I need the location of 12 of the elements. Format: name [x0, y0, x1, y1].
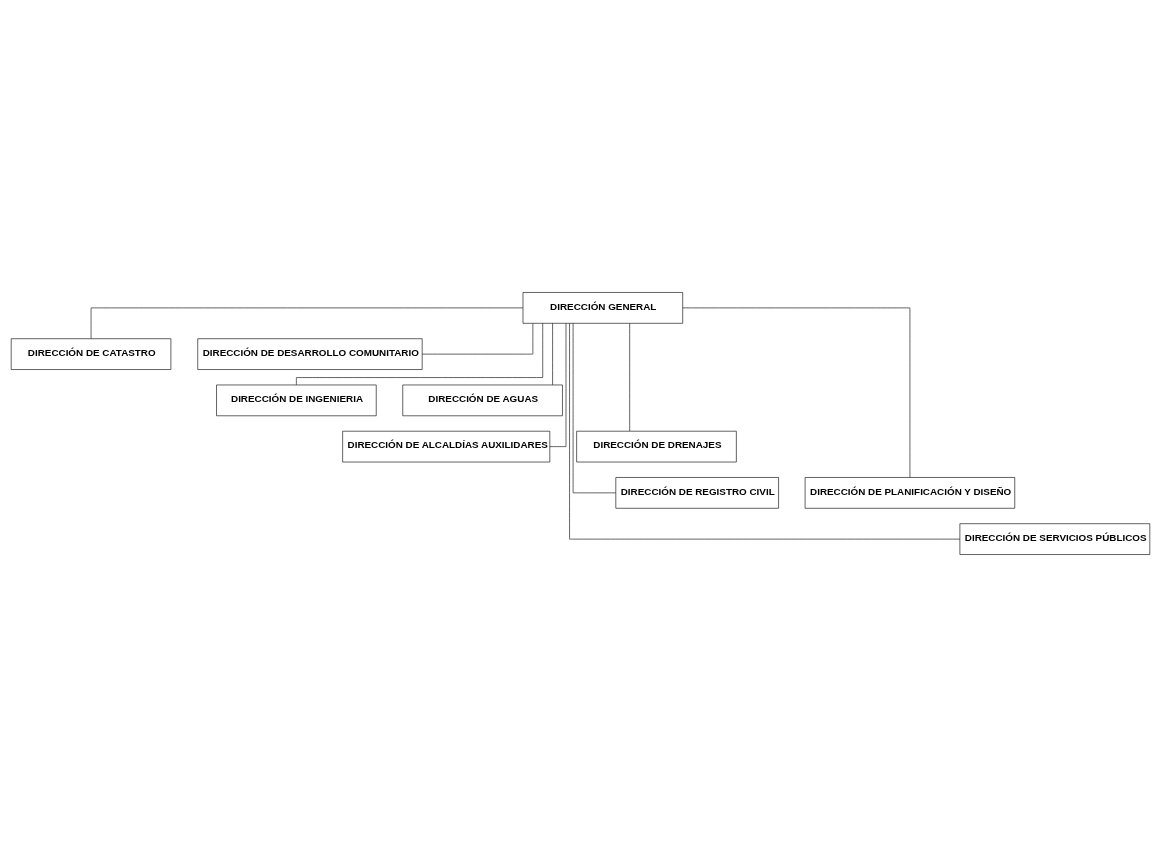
node-box: DIRECCIÓN DE AGUAS: [402, 384, 563, 416]
connector: [569, 322, 961, 539]
connector: [552, 322, 553, 385]
node-box: DIRECCIÓN GENERAL: [522, 291, 683, 324]
node-box: DIRECCIÓN DE ALCALDÍAS AUXILIDARES: [342, 430, 551, 462]
node-box: DIRECCIÓN DE PLANIFICACIÓN Y DISEÑO: [804, 476, 1016, 509]
node-box: DIRECCIÓN DE SERVICIOS PÚBLICOS: [959, 522, 1151, 555]
node-box: DIRECCIÓN DE CATASTRO: [10, 337, 172, 370]
node-box: DIRECCIÓN DE DRENAJES: [576, 430, 737, 462]
node-box: DIRECCIÓN DE INGENIERIA: [216, 384, 377, 416]
node-box: DIRECCIÓN DE REGISTRO CIVIL: [615, 476, 779, 509]
node-box: DIRECCIÓN DE DESARROLLO COMUNITARIO: [197, 337, 423, 370]
